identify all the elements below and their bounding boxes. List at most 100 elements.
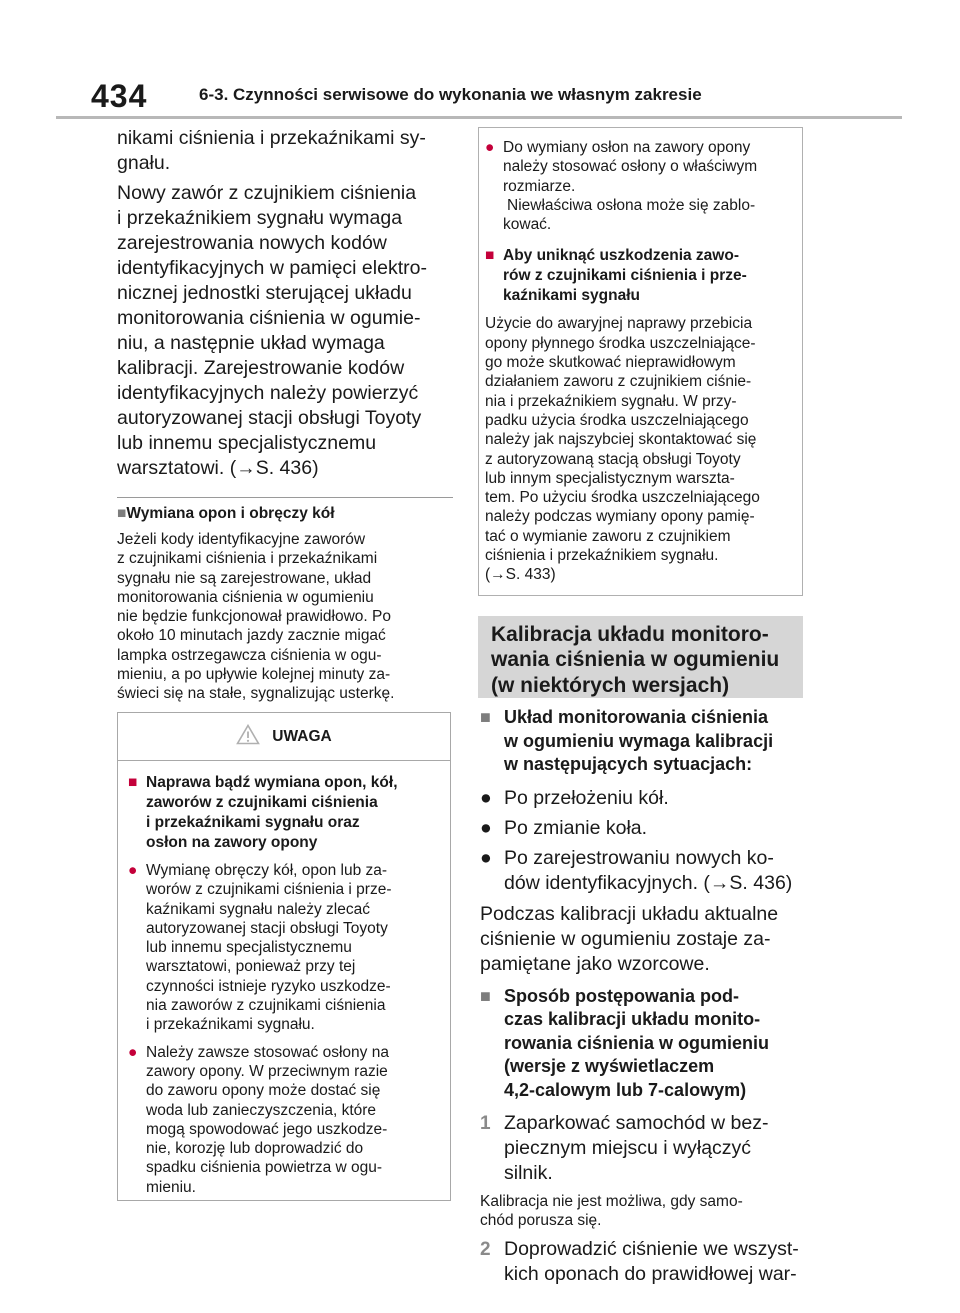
square-bullet-icon: ■ (480, 707, 491, 727)
calibration-subheading: ■ Układ monitorowania ciśnienia w ogumie… (480, 706, 805, 777)
list-item: ● Po przełożeniu kół. (480, 786, 805, 811)
text-line: dów identyfikacyjnych. (→S. 436) (504, 871, 793, 894)
text-line: do zaworu opony może dostać się (146, 1082, 381, 1100)
note-heading: ■ Aby uniknąć uszkodzenia zawo- rów z cz… (485, 246, 794, 306)
text-line: Podczas kalibracji układu aktualne (480, 902, 779, 925)
square-bullet-icon: ■ (485, 247, 495, 265)
text-line: Układ monitorowania ciśnienia (504, 707, 769, 727)
text-line: mogą spowodować jego uszkodze- (146, 1120, 388, 1138)
calibration-section: ■ Układ monitorowania ciśnienia w ogumie… (480, 706, 805, 1287)
text-line: sygnału nie są zarejestrowane, układ (117, 569, 372, 587)
square-bullet-icon: ■ (480, 985, 491, 1006)
text-line: ciśnienie w ogumieniu zostaje za- (480, 927, 771, 950)
text-line: Niewłaściwa osłona może się zablo- (507, 196, 756, 214)
text-line: Kalibracja nie jest możliwa, gdy samo- (480, 1193, 743, 1210)
header-rule (56, 116, 902, 119)
text-line: gnału. (117, 152, 171, 174)
bullet-icon: ● (128, 862, 138, 879)
text-line: Jeżeli kody identyfikacyjne zaworów (117, 531, 366, 548)
text-line: działaniem zaworu z czujnikiem ciśnie- (485, 373, 752, 391)
square-bullet-icon: ■ (117, 505, 127, 522)
text-line: mieniu, a po upływie kolejnej minuty za- (117, 666, 391, 684)
text-line: kaźnikami sygnału (503, 287, 640, 305)
section-title: Kalibracja układu monitoro- wania ciśnie… (491, 622, 779, 698)
text-line: kich oponach do prawidłowej war- (504, 1262, 797, 1285)
text-line: Wymianę obręczy kół, opon lub za- (146, 862, 388, 879)
bullet-icon: ● (480, 816, 492, 839)
text-line: Zaparkować samochód w bez- (504, 1112, 769, 1134)
calibration-paragraph: Podczas kalibracji układu aktualne ciśni… (480, 902, 805, 977)
warning-bullet-2: ● Należy zawsze stosować osłony na zawor… (128, 1043, 442, 1197)
text-line: kaźnikami sygnału należy zlecać (146, 900, 370, 918)
text-line: lub innym specjalistycznym warszta- (485, 469, 735, 487)
chapter-title: 6-3. Czynności serwisowe do wykonania we… (199, 85, 702, 104)
text-line: i przekaźnikiem sygnału wymaga (117, 207, 403, 229)
registration-paragraph: Nowy zawór z czujnikiem ciśnienia i prze… (117, 181, 457, 481)
text-line: lampka ostrzegawcza ciśnienia w ogu- (117, 646, 382, 664)
text-line: woda lub zanieczyszczenia, które (146, 1101, 377, 1119)
text-line: należy stosować osłony o właściwym (503, 158, 758, 176)
warning-title-row: UWAGA (118, 713, 450, 760)
text-line: nie, korozję lub doprowadzić do (146, 1140, 364, 1158)
text-line: czas kalibracji układu monito- (504, 1009, 761, 1029)
text-line: nia i przekaźnikiem sygnału. W przy- (485, 392, 737, 410)
text-line: Po przełożeniu kół. (504, 786, 669, 809)
text-line: nie będzie funkcjonował prawidłowo. Po (117, 608, 391, 626)
warning-bullet-1: ● Wymianę obręczy kół, opon lub za- woró… (128, 861, 442, 1035)
list-item: ● Po zarejestrowaniu nowych ko- dów iden… (480, 846, 805, 896)
text-line: Nowy zawór z czujnikiem ciśnienia (117, 182, 417, 204)
note-body: Użycie do awaryjnej naprawy przebicia op… (485, 314, 794, 584)
text-line: kalibracji. Zarejestrowanie kodów (117, 357, 405, 379)
text-line: zawory opony. W przeciwnym razie (146, 1062, 388, 1080)
text-line: autoryzowanej stacji obsługi Toyoty (117, 407, 422, 429)
bullet-icon: ● (128, 1043, 138, 1061)
text-line: Po zmianie koła. (504, 816, 648, 839)
text-line: worów z czujnikami ciśnienia i prze- (146, 881, 392, 899)
text-line: kować. (503, 216, 552, 234)
square-bullet-icon: ■ (128, 774, 138, 791)
text-line: monitorowania ciśnienia w ogumie- (117, 307, 421, 329)
text-line: lub innemu specjalistycznemu (146, 939, 352, 957)
step-1-note: Kalibracja nie jest możliwa, gdy samo- c… (480, 1192, 805, 1231)
text-line: świeci się na stałe, sygnalizując usterk… (117, 685, 395, 703)
text-line: identyfikacyjnych w pamięci elektro- (117, 257, 427, 279)
text-line: w ogumieniu wymaga kalibracji (504, 730, 774, 751)
text-line: z autoryzowaną stacją obsługi Toyoty (485, 450, 741, 468)
text-line: zaworów z czujnikami ciśnienia (146, 794, 378, 811)
text-line: (→S. 433) (485, 566, 556, 584)
step-2: 2 Doprowadzić ciśnienie we wszyst- kich … (480, 1237, 805, 1287)
text-line: padku użycia środka uszczelniającego (485, 411, 749, 429)
text-line: rowania ciśnienia w ogumieniu (504, 1032, 770, 1053)
text-line: wania ciśnienia w ogumieniu (491, 648, 780, 672)
text-line: Sposób postępowania pod- (504, 985, 739, 1006)
text-line: Kalibracja układu monitoro- (491, 623, 769, 646)
step-number: 1 (480, 1113, 491, 1134)
page-header: 434 6-3. Czynności serwisowe do wykonani… (0, 0, 960, 119)
bullet-icon: ● (485, 139, 495, 156)
text-line: nikami ciśnienia i przekaźnikami sy- (117, 127, 426, 149)
text-line: Należy zawsze stosować osłony na (146, 1043, 389, 1061)
text-line: Aby uniknąć uszkodzenia zawo- (503, 247, 739, 265)
text-line: warsztatowi. (→S. 436) (117, 457, 319, 479)
text-line: ciśnienia i przekaźnikiem sygnału. (485, 547, 719, 565)
text-line: opony płynnego środka uszczelniające- (485, 334, 756, 352)
text-line: i przekaźnikami sygnału. (146, 1016, 315, 1034)
text-line: czynności istnieje ryzyko uszkodze- (146, 977, 391, 995)
text-line: identyfikacyjnych należy powierzyć (117, 382, 419, 404)
text-line: autoryzowanej stacji obsługi Toyoty (146, 919, 388, 937)
text-line: około 10 minutach jazdy zacznie migać (117, 627, 386, 645)
text-line: piecznym miejscu i wyłączyć silnik. (504, 1137, 752, 1184)
text-line: Użycie do awaryjnej naprawy przebicia (485, 315, 753, 333)
section-title-bar: Kalibracja układu monitoro- wania ciśnie… (478, 616, 803, 698)
text-line: zarejestrowania nowych kodów (117, 232, 387, 254)
text-line: chód porusza się. (480, 1212, 602, 1230)
text-line: należy podczas wymiany opony pamię- (485, 508, 755, 526)
bullet-icon: ● (480, 786, 492, 809)
left-column: nikami ciśnienia i przekaźnikami sy- gna… (117, 126, 457, 704)
text-line: mieniu. (146, 1178, 196, 1196)
intro-paragraph: nikami ciśnienia i przekaźnikami sy- gna… (117, 126, 457, 176)
text-line: nicznej jednostki sterującej układu (117, 282, 412, 304)
text-line: osłon na zawory opony (146, 834, 318, 851)
text-line: nia zaworów z czujnikami ciśnienia (146, 997, 386, 1015)
note-bullet: ● Do wymiany osłon na zawory opony należ… (485, 138, 794, 234)
